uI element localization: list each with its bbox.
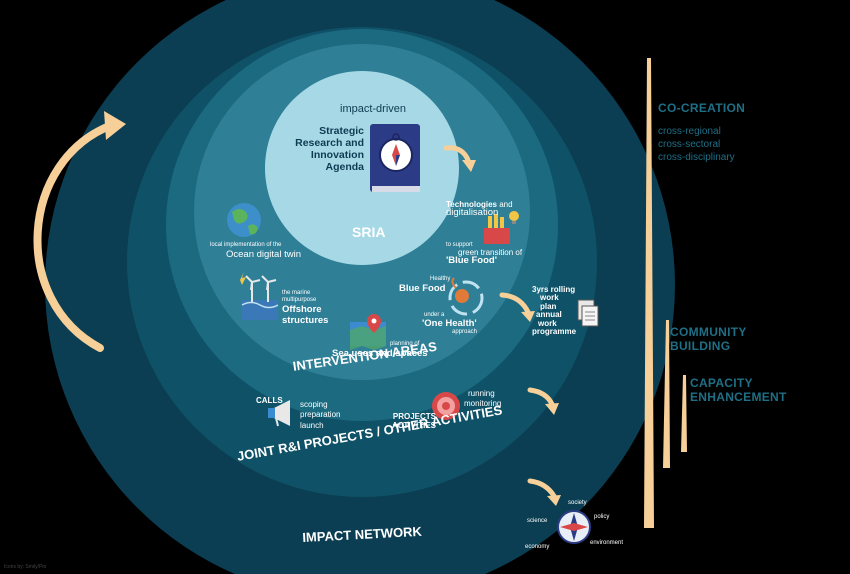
- compass-society: society: [568, 500, 587, 506]
- co-creation-item: cross-disciplinary: [658, 152, 735, 163]
- spike-capacity: [681, 375, 687, 452]
- offshore-small: the marine multipurpose: [282, 290, 316, 304]
- digital-twin-small: local implementation of the: [210, 242, 282, 248]
- globe-icon: [227, 203, 261, 237]
- core-title: Strategic Research and Innovation Agenda: [282, 125, 364, 173]
- impact-compass-icon: [557, 510, 591, 544]
- digital-twin-main: Ocean digital twin: [226, 249, 301, 260]
- book-compass-icon: [370, 124, 420, 192]
- blue-food-small: Healthy: [430, 276, 451, 282]
- community-title-line: BUILDING: [670, 338, 731, 353]
- work-plan-text: 3yrs rolling work plan annual work progr…: [532, 285, 577, 336]
- technologies-rest: and: [496, 200, 513, 209]
- co-creation-title: CO-CREATION: [658, 101, 746, 115]
- blue-food-cycle-icon: [448, 277, 484, 316]
- side-spikes: [644, 58, 687, 528]
- small-arrows: [443, 145, 557, 499]
- offshore-turbine-icon: [240, 272, 279, 320]
- core-sria-circle: [265, 71, 459, 265]
- calls-item: launch: [300, 420, 324, 430]
- offshore-small-line: multipurpose: [282, 296, 317, 303]
- co-creation-item: cross-regional: [658, 126, 721, 137]
- work-plan-line: 3yrs rolling: [532, 285, 576, 294]
- feedback-arrow-head: [104, 111, 126, 140]
- projects-item: monitoring: [464, 398, 502, 408]
- work-plan-document-icon: [577, 299, 599, 327]
- compass-policy: policy: [594, 514, 610, 520]
- sria-label: SRIA: [352, 224, 386, 240]
- projects-item: running: [468, 389, 495, 398]
- compass-environment: environment: [590, 540, 624, 546]
- projects-activities-title: PROJECTS ACTIVITIES: [370, 412, 436, 430]
- capacity-title-line: CAPACITY: [690, 376, 753, 390]
- capacity-title-line: ENHANCEMENT: [690, 389, 787, 404]
- arrow-workplan: [499, 292, 531, 315]
- core-title-line: Innovation: [310, 149, 364, 162]
- projects-title-line: PROJECTS: [392, 412, 436, 421]
- calls-title: CALLS: [256, 396, 283, 405]
- compass-economy: economy: [525, 544, 550, 550]
- offshore-main: Offshore structures: [282, 304, 329, 327]
- sea-uses-main: Sea uses and spaces: [332, 348, 428, 359]
- offshore-small-line: the marine: [282, 290, 311, 296]
- feedback-arrow: [33, 121, 116, 352]
- map-pin-icon: [350, 314, 386, 350]
- compass-science: science: [527, 518, 548, 524]
- projects-title-line: ACTIVITIES: [391, 421, 436, 431]
- megaphone-icon: [268, 400, 290, 427]
- projects-target-icon: [432, 392, 460, 420]
- green-small: to support: [446, 242, 473, 248]
- one-health-tail: approach: [452, 329, 478, 335]
- work-plan-line: plan: [540, 301, 557, 311]
- work-plan-line: annual: [536, 310, 562, 320]
- arrow-projects: [527, 387, 555, 407]
- calls-item: scoping: [300, 400, 328, 409]
- one-health-small: under a: [424, 312, 445, 318]
- green-main: green transition of: [458, 248, 523, 257]
- projects-activities-items: running monitoring: [464, 389, 501, 408]
- small-arrow-heads: [462, 160, 561, 506]
- blue-food-main: Blue Food: [399, 283, 446, 294]
- spike-co-creation: [644, 58, 654, 528]
- core-title-line: Research and: [295, 137, 364, 150]
- green-quote: 'Blue Food': [446, 255, 497, 266]
- technologies-line2: digitalisation: [446, 207, 499, 218]
- work-plan-line: programme: [532, 326, 577, 336]
- work-plan-line: work: [538, 318, 557, 328]
- calls-items: scoping preparation launch: [300, 400, 340, 431]
- capacity-enhancement-title: CAPACITY ENHANCEMENT: [690, 376, 787, 405]
- core-title-line: Strategic: [319, 125, 364, 137]
- arrow-impact: [527, 478, 557, 499]
- technologies-basket-icon: [484, 211, 519, 244]
- work-plan-line: work: [540, 293, 559, 303]
- co-creation-items: cross-regional cross-sectoral cross-disc…: [658, 125, 735, 164]
- core-title-line: Agenda: [325, 161, 364, 174]
- community-title-line: COMMUNITY: [670, 325, 747, 339]
- community-building-title: COMMUNITY BUILDING: [670, 325, 747, 354]
- core-subtitle: impact-driven: [340, 103, 407, 115]
- technologies-bold: Technologies: [446, 200, 497, 209]
- arrow-sria-out: [443, 145, 471, 163]
- co-creation-item: cross-sectoral: [658, 139, 721, 150]
- one-health-main: 'One Health': [422, 318, 477, 329]
- offshore-main-line: structures: [282, 314, 329, 326]
- calls-item: preparation: [300, 410, 341, 420]
- technologies-line1: Technologies and: [446, 200, 513, 209]
- icon-credit: Icons by: Smily/Pio: [4, 564, 47, 570]
- offshore-main-line: Offshore: [282, 304, 322, 315]
- spike-community: [663, 320, 670, 468]
- sea-uses-small: planning of: [390, 341, 420, 347]
